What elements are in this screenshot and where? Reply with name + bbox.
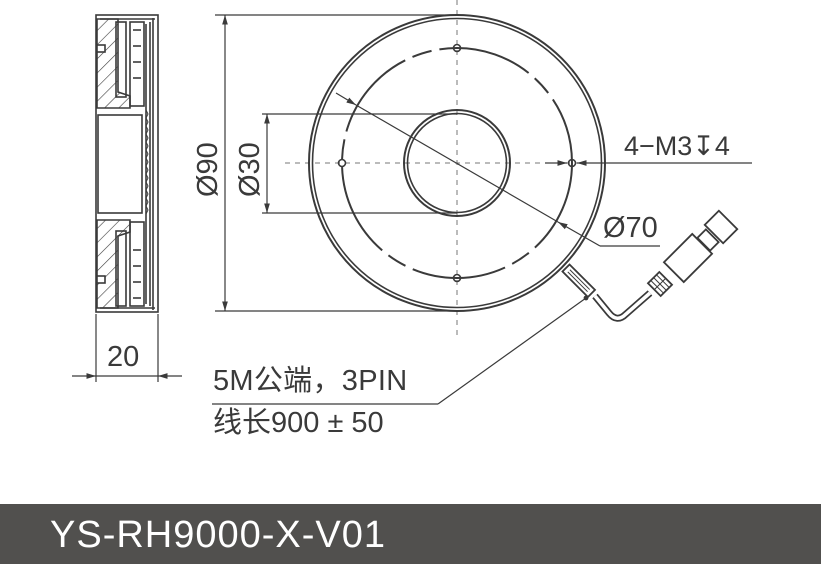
tapped-holes	[337, 43, 577, 283]
cable-note-leader	[212, 295, 589, 405]
bolt-circle-dimension	[335, 92, 660, 247]
outer-diameter-dimension	[215, 14, 457, 312]
technical-drawing	[72, 0, 752, 405]
inner-diameter-label: Ø30	[234, 142, 266, 197]
bolt-circle-label: Ø70	[603, 212, 658, 244]
inner-diameter-dimension	[262, 113, 457, 214]
cable-connector	[561, 209, 739, 322]
thickness-dimension	[72, 314, 182, 382]
thickness-label: 20	[107, 341, 140, 373]
cable-note-line1: 5M公端，3PIN	[213, 365, 408, 397]
model-number: YS-RH9000-X-V01	[50, 514, 387, 556]
outer-diameter-label: Ø90	[192, 142, 224, 197]
model-banner: YS-RH9000-X-V01	[0, 504, 821, 564]
thread-callout-label: 4−M3↧4	[624, 131, 730, 161]
side-section-view	[95, 14, 159, 313]
cable-note-line2: 线长900 ± 50	[213, 407, 384, 439]
